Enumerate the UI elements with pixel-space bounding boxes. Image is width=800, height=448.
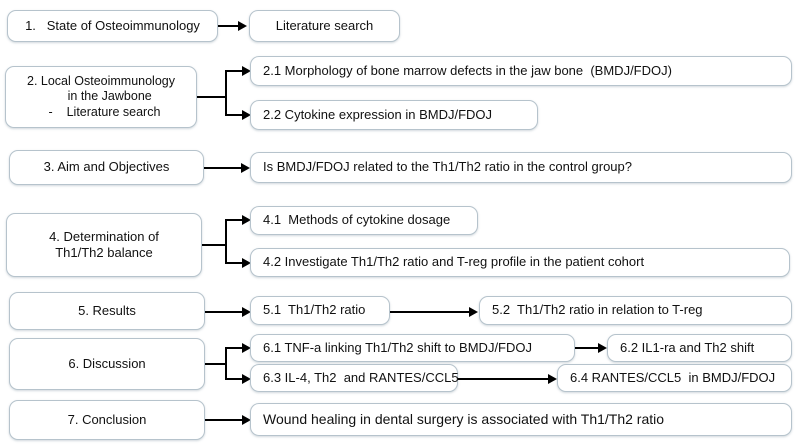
node-results[interactable]: 5. Results — [9, 292, 205, 330]
node-wound-healing-conclusion[interactable]: Wound healing in dental surgery is assoc… — [250, 403, 792, 436]
node-label: 6.1 TNF-a linking Th1/Th2 shift to BMDJ/… — [263, 339, 532, 355]
node-label: 7. Conclusion — [67, 411, 147, 427]
connector-51-to-52 — [390, 311, 470, 313]
node-label: 6. Discussion — [68, 355, 146, 371]
connector-6-to-63 — [225, 378, 243, 380]
arrowhead-6-to-61 — [242, 343, 251, 353]
connector-2-to-22 — [225, 114, 243, 116]
node-literature-search[interactable]: Literature search — [249, 10, 400, 42]
node-label: Wound healing in dental surgery is assoc… — [263, 410, 665, 427]
connector-6-stem — [205, 363, 227, 365]
node-label: 2.1 Morphology of bone marrow defects in… — [263, 62, 672, 78]
connector-7-to-7a — [205, 419, 243, 421]
arrowhead-61-to-62 — [598, 343, 607, 353]
arrowhead-7-to-7a — [242, 415, 251, 425]
connector-2-riser — [225, 70, 227, 116]
node-label: 4.1 Methods of cytokine dosage — [263, 212, 451, 228]
arrowhead-6-to-63 — [242, 374, 251, 384]
node-il1-ra-th2-shift[interactable]: 6.2 IL1-ra and Th2 shift — [607, 334, 792, 362]
node-cytokine-expression[interactable]: 2.2 Cytokine expression in BMDJ/FDOJ — [250, 100, 538, 130]
node-label: Literature search — [275, 17, 374, 33]
connector-4-to-42 — [225, 262, 243, 264]
node-aim-question[interactable]: Is BMDJ/FDOJ related to the Th1/Th2 rati… — [250, 152, 792, 183]
arrowhead-4-to-41 — [242, 215, 251, 225]
arrowhead-2-to-21 — [242, 66, 251, 76]
node-determination-th1-th2-balance[interactable]: 4. Determination of Th1/Th2 balance — [6, 213, 202, 277]
node-il4-th2-rantes[interactable]: 6.3 IL-4, Th2 and RANTES/CCL5 — [250, 364, 459, 392]
connector-63-to-64 — [458, 378, 549, 380]
node-label: 6.3 IL-4, Th2 and RANTES/CCL5 — [263, 369, 459, 385]
node-th1-th2-ratio[interactable]: 5.1 Th1/Th2 ratio — [250, 296, 390, 325]
connector-1-to-1a — [218, 25, 239, 27]
node-rantes-ccl5-bmdj[interactable]: 6.4 RANTES/CCL5 in BMDJ/FDOJ — [557, 364, 792, 392]
node-label: 3. Aim and Objectives — [43, 159, 170, 175]
connector-2-to-21 — [225, 70, 243, 72]
node-label: 2. Local Osteoimmunology in the Jawbone … — [27, 73, 175, 119]
arrowhead-5-to-51 — [242, 307, 251, 317]
arrowhead-2-to-22 — [242, 110, 251, 120]
node-label: 6.2 IL1-ra and Th2 shift — [620, 339, 755, 355]
node-discussion[interactable]: 6. Discussion — [9, 338, 205, 390]
connector-6-to-61 — [225, 347, 243, 349]
node-conclusion[interactable]: 7. Conclusion — [9, 400, 205, 440]
node-methods-cytokine-dosage[interactable]: 4.1 Methods of cytokine dosage — [250, 206, 478, 235]
node-label: 2.2 Cytokine expression in BMDJ/FDOJ — [263, 106, 493, 122]
connector-4-stem — [202, 244, 227, 246]
node-label: 5. Results — [78, 302, 136, 318]
arrowhead-4-to-42 — [242, 258, 251, 268]
node-label: 4.2 Investigate Th1/Th2 ratio and T-reg … — [263, 254, 645, 270]
node-label: Is BMDJ/FDOJ related to the Th1/Th2 rati… — [263, 159, 632, 175]
node-label: 1. State of Osteoimmunology — [25, 17, 200, 33]
connector-3-to-3a — [204, 167, 242, 169]
connector-6-riser — [225, 347, 227, 380]
connector-4-riser — [225, 219, 227, 264]
node-label: 6.4 RANTES/CCL5 in BMDJ/FDOJ — [570, 369, 776, 385]
node-local-osteoimmunology-jawbone[interactable]: 2. Local Osteoimmunology in the Jawbone … — [5, 66, 197, 128]
arrowhead-1-to-1a — [238, 21, 247, 31]
node-morphology-bone-marrow-defects[interactable]: 2.1 Morphology of bone marrow defects in… — [250, 56, 792, 86]
arrowhead-3-to-3a — [241, 163, 250, 173]
connector-4-to-41 — [225, 219, 243, 221]
arrowhead-51-to-52 — [469, 307, 478, 317]
node-label: 4. Determination of Th1/Th2 balance — [49, 228, 159, 260]
connector-5-to-51 — [205, 311, 243, 313]
connector-2-stem — [197, 96, 227, 98]
arrowhead-63-to-64 — [548, 374, 557, 384]
node-th1-th2-ratio-treg-relation[interactable]: 5.2 Th1/Th2 ratio in relation to T-reg — [479, 296, 792, 325]
node-label: 5.2 Th1/Th2 ratio in relation to T-reg — [492, 302, 703, 318]
node-aim-and-objectives[interactable]: 3. Aim and Objectives — [9, 150, 204, 185]
connector-61-to-62 — [575, 347, 599, 349]
node-tnf-a-linking-shift[interactable]: 6.1 TNF-a linking Th1/Th2 shift to BMDJ/… — [250, 334, 575, 362]
node-label: 5.1 Th1/Th2 ratio — [263, 302, 366, 318]
node-investigate-th1-th2-treg[interactable]: 4.2 Investigate Th1/Th2 ratio and T-reg … — [250, 248, 790, 277]
node-state-of-osteoimmunology[interactable]: 1. State of Osteoimmunology — [7, 10, 218, 42]
